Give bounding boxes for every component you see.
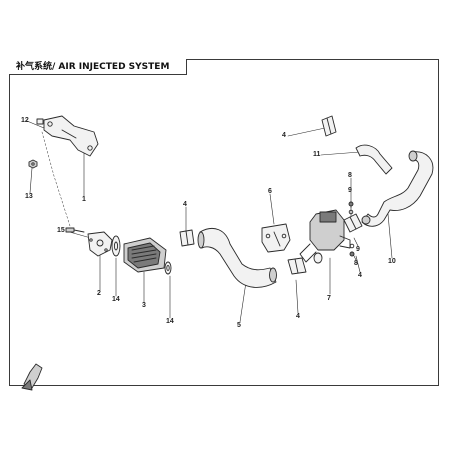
callout-15: 15 [57,227,65,234]
part-15-bolt [65,227,85,233]
callout-14-left: 14 [112,296,120,303]
callout-14-right: 14 [166,318,174,325]
callout-9-bottom: 9 [356,246,360,253]
callout-13: 13 [25,193,33,200]
part-3-reed-valve [123,237,167,273]
callout-4-a: 4 [183,201,187,208]
leader-lines [26,120,393,323]
part-2-flange [87,231,113,257]
part-4-clamp-a [179,229,195,247]
part-8-screw-bottom [349,251,355,257]
title-box [9,59,187,75]
part-9-washer-bottom [349,243,355,249]
callout-8-top: 8 [348,172,352,179]
part-4-clamp-d [321,115,337,137]
part-10-hose [361,150,434,227]
part-8-screw-top [348,201,354,207]
part-11-clip [355,144,393,175]
callout-11: 11 [313,151,321,158]
part-4-clamp-c [343,213,363,233]
callout-3: 3 [142,302,146,309]
callout-9-top: 9 [348,187,352,194]
part-5-hose [197,228,277,288]
part-9-washer-top [348,209,354,215]
part-7-air-valve [299,209,351,264]
callout-4-c: 4 [358,272,362,279]
callout-10: 10 [388,258,396,265]
assembly-line [41,131,71,227]
callout-8-bottom: 8 [354,260,358,267]
part-1-bracket [43,115,99,157]
diagram-title: 补气系统/ AIR INJECTED SYSTEM [16,62,170,72]
part-13-nut [28,159,38,169]
part-14-gasket-left [111,235,121,257]
callout-6: 6 [268,188,272,195]
diagram-frame [9,59,439,386]
part-14-gasket-right [164,261,172,275]
part-4-clamp-b [287,257,307,275]
front-direction-arrow-icon [21,363,43,391]
callout-4-b: 4 [296,313,300,320]
callout-2: 2 [97,290,101,297]
callout-4-d: 4 [282,132,286,139]
callout-12: 12 [21,117,29,124]
callout-7: 7 [327,295,331,302]
part-6-bracket [261,223,291,253]
callout-1: 1 [82,196,86,203]
callout-5: 5 [237,322,241,329]
